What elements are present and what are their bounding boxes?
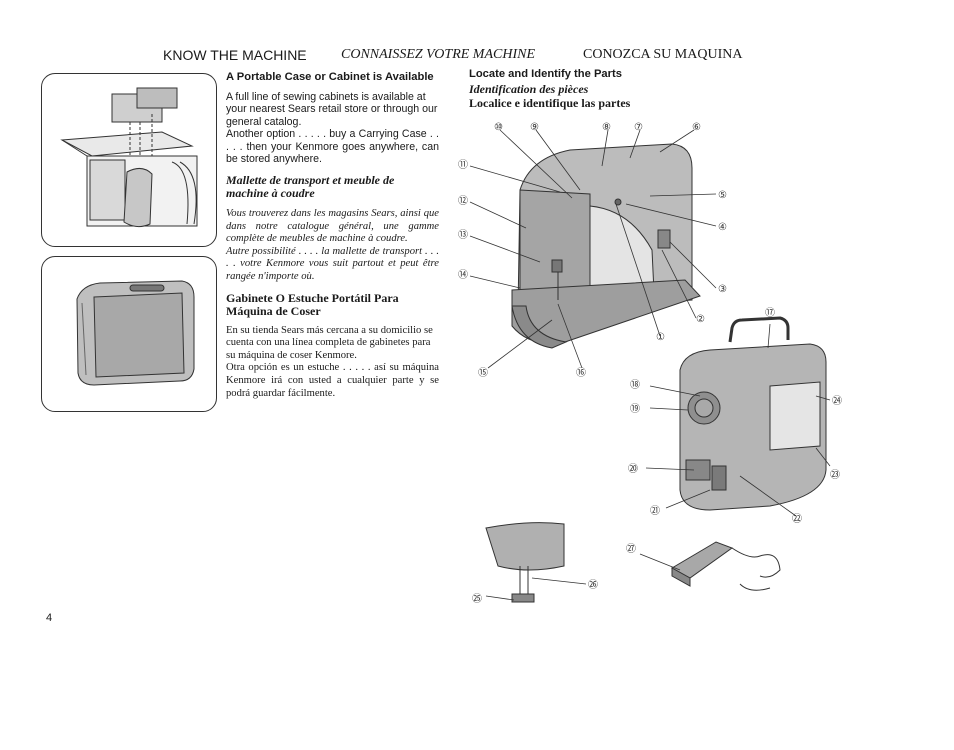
callout-1: ① — [656, 332, 665, 343]
callout-14: ⑭ — [458, 269, 468, 281]
callout-12: ⑫ — [458, 195, 468, 207]
callout-2: ② — [696, 314, 705, 325]
callout-6: ⑥ — [692, 122, 701, 133]
es-cabinet-option: Otra opción es un estuche . . . . . así … — [226, 362, 439, 399]
cabinet-text-column: A Portable Case or Cabinet is Available … — [226, 71, 439, 400]
callout-5: ⑤ — [718, 190, 727, 201]
sewing-machine-front-diagram: ⑩ ⑨ ⑧ ⑦ ⑥ ⑪ ⑤ ⑫ ④ ⑬ ⑭ ③ ② ① ⑮ ⑯ — [458, 122, 727, 379]
callout-17: ⑰ — [765, 307, 775, 319]
callout-25: ㉕ — [472, 593, 482, 605]
header-english: KNOW THE MACHINE — [163, 47, 307, 63]
callout-8: ⑧ — [602, 122, 611, 133]
es-cabinet-title: Gabinete O Estuche Portátil Para Máquina… — [226, 290, 399, 318]
callout-20: ⑳ — [628, 463, 638, 475]
fr-cabinet-body: Vous trouverez dans les magasins Sears, … — [226, 208, 439, 245]
callout-21: ㉑ — [650, 505, 660, 517]
presser-foot-diagram: ㉖ ㉕ — [472, 522, 598, 605]
callout-27: ㉗ — [626, 543, 636, 555]
callout-11: ⑪ — [458, 159, 468, 171]
callout-4: ④ — [718, 222, 727, 233]
callout-16: ⑯ — [576, 367, 586, 379]
callout-7: ⑦ — [634, 122, 643, 133]
callout-15: ⑮ — [478, 367, 488, 379]
callout-24: ㉔ — [832, 395, 842, 407]
cabinet-illustration — [41, 73, 217, 247]
callout-22: ㉒ — [792, 513, 802, 525]
callout-3: ③ — [718, 284, 727, 295]
callout-26: ㉖ — [588, 579, 598, 591]
fr-cabinet-title: Mallette de transport et meuble de machi… — [226, 173, 395, 201]
callout-10: ⑩ — [494, 122, 503, 133]
en-cabinet-option: Another option . . . . . buy a Carrying … — [226, 128, 439, 166]
page-number: 4 — [46, 612, 53, 624]
foot-controller-diagram: ㉗ — [626, 541, 781, 591]
callout-19: ⑲ — [630, 403, 640, 415]
sewing-machine-rear-diagram: ⑰ ⑱ ⑲ ㉔ ⑳ ㉓ ㉑ ㉒ — [628, 307, 842, 525]
en-cabinet-title: A Portable Case or Cabinet is Available — [226, 71, 434, 83]
header-spanish: CONOZCA SU MAQUINA — [583, 47, 743, 62]
callout-18: ⑱ — [630, 379, 640, 391]
callout-23: ㉓ — [830, 469, 840, 481]
callout-13: ⑬ — [458, 229, 468, 241]
parts-title-french: Identification des pièces — [469, 82, 589, 96]
header-french: CONNAISSEZ VOTRE MACHINE — [341, 47, 536, 62]
callout-9: ⑨ — [530, 122, 539, 133]
parts-title-spanish: Localice e identifique las partes — [469, 96, 631, 110]
es-cabinet-body: En su tienda Sears más cercana a su domi… — [226, 324, 433, 361]
parts-title-english: Locate and Identify the Parts — [469, 68, 622, 80]
fr-cabinet-option: Autre possibilité . . . . la mallette de… — [226, 245, 439, 283]
carrying-case-illustration — [41, 256, 217, 412]
en-cabinet-body: A full line of sewing cabinets is availa… — [226, 90, 438, 128]
